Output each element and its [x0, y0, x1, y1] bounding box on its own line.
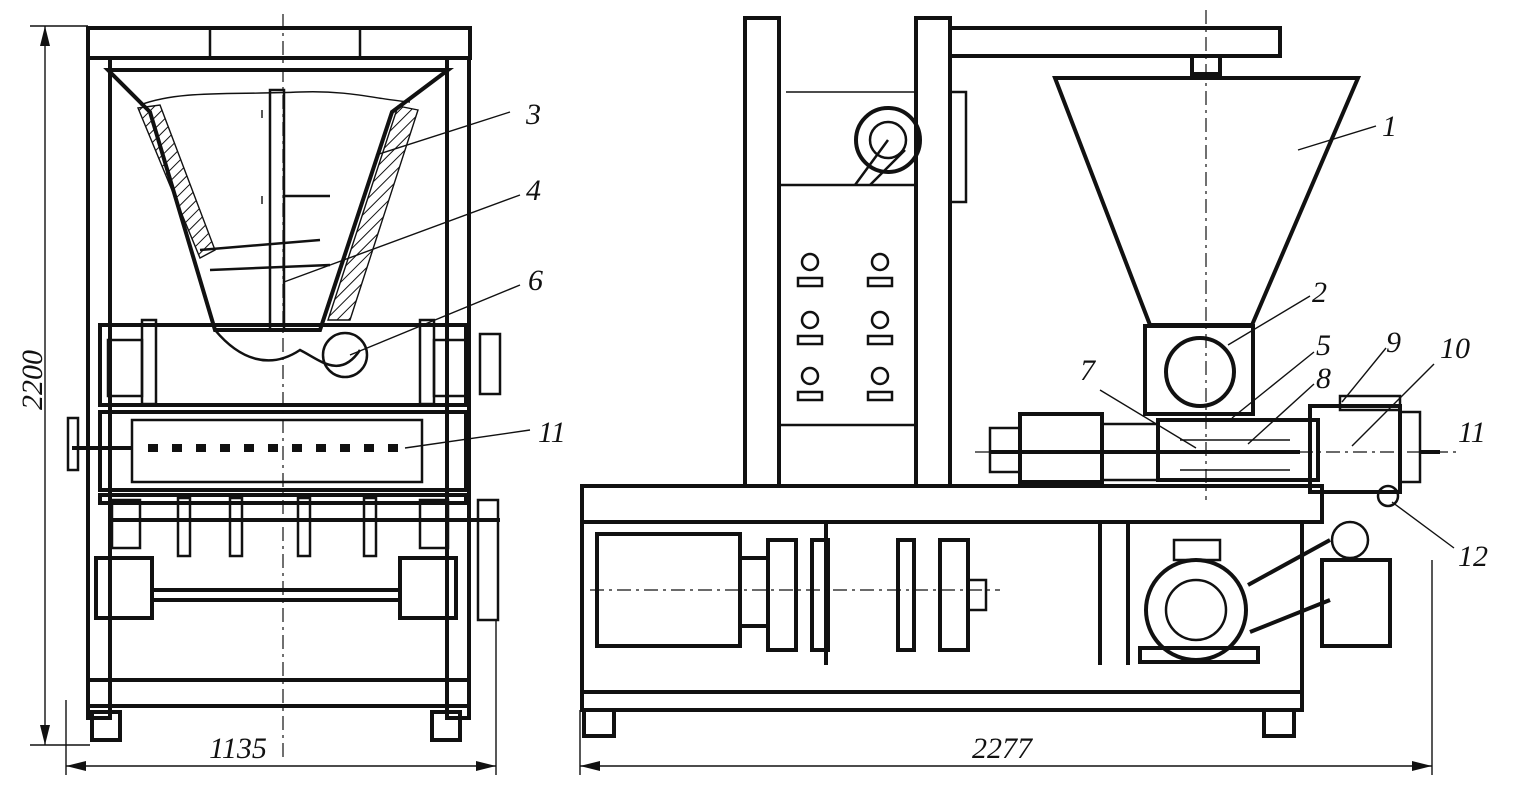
label-4: 4 — [526, 174, 541, 207]
dim-width-left — [65, 620, 497, 775]
control-panel — [777, 183, 918, 427]
foot-left — [90, 710, 122, 742]
foot-right — [430, 710, 462, 742]
leader-9 — [1341, 347, 1387, 403]
label-7: 7 — [1080, 354, 1097, 387]
side-foot-right — [1262, 708, 1296, 738]
leader-7 — [1099, 389, 1197, 449]
dim-height-text: 2200 — [16, 350, 49, 410]
upper-pulley — [854, 106, 922, 174]
side-foot-left — [582, 708, 616, 738]
label-1: 1 — [1382, 110, 1397, 143]
label-6: 6 — [528, 264, 543, 297]
side-table — [580, 484, 1324, 524]
dim-width-right — [579, 560, 1433, 775]
label-12: 12 — [1458, 540, 1488, 573]
feeder-box — [1143, 324, 1255, 416]
leader-12 — [1391, 501, 1455, 549]
label-3: 3 — [525, 98, 541, 131]
die-box-front — [66, 410, 468, 492]
feeder-rotor — [1164, 336, 1236, 408]
dim-height — [30, 25, 90, 746]
side-view: 2277 1 2 5 7 8 9 10 11 12 — [579, 10, 1488, 775]
side-top-beam — [948, 26, 1282, 58]
leader-2 — [1227, 295, 1311, 346]
electric-motor — [1144, 558, 1248, 662]
lower-shafts-front — [94, 493, 500, 622]
dim-width-right-text: 2277 — [972, 732, 1034, 765]
label-8: 8 — [1316, 362, 1331, 395]
hopper-front — [103, 68, 454, 368]
leader-1 — [1297, 125, 1377, 151]
label-5: 5 — [1316, 329, 1331, 362]
label-10: 10 — [1440, 332, 1470, 365]
side-column-right — [914, 16, 952, 488]
leader-10 — [1351, 363, 1435, 447]
cutter-pulley — [1330, 520, 1370, 560]
leader-3 — [375, 111, 511, 156]
leader-6 — [349, 284, 521, 356]
label-9: 9 — [1386, 326, 1401, 359]
upper-shaft-front — [98, 318, 502, 407]
leader-5 — [1231, 351, 1315, 419]
side-column-left — [743, 16, 781, 488]
left-frame-column — [86, 56, 112, 720]
dim-width-left-text: 1135 — [209, 732, 267, 765]
top-plate — [86, 26, 472, 60]
die-head — [1308, 404, 1402, 494]
leader-11-left — [404, 429, 531, 449]
front-view: 2200 1135 3 4 6 11 — [16, 14, 566, 775]
base-front — [86, 678, 471, 708]
label-11-right: 11 — [1458, 416, 1486, 449]
leader-8 — [1247, 383, 1315, 445]
leader-4 — [283, 194, 521, 283]
label-2: 2 — [1312, 276, 1327, 309]
label-11-left: 11 — [538, 416, 566, 449]
